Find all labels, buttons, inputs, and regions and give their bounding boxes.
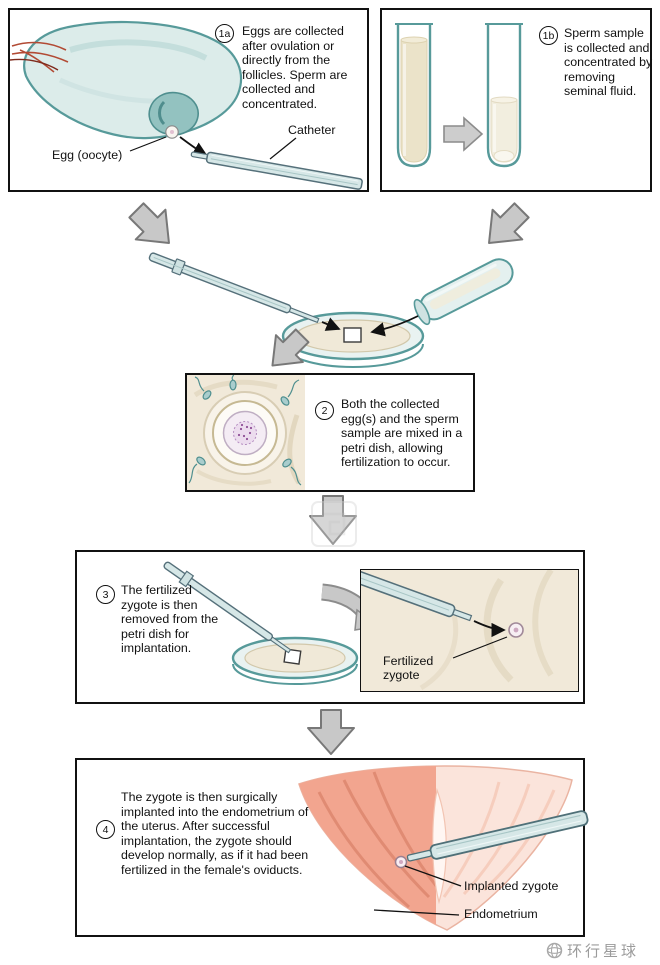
step-badge-1a: 1a xyxy=(215,24,234,43)
egg-oocyte-label: Egg (oocyte) xyxy=(52,148,123,162)
test-tube-pouring xyxy=(413,258,514,326)
panel-step-1a: 1a Eggs are collected after ovulation or… xyxy=(8,8,369,192)
mixing-zone-marker xyxy=(343,327,362,343)
blood-vessels xyxy=(9,41,69,73)
catheter-inset xyxy=(361,570,473,622)
flow-arrow-right-icon xyxy=(488,202,530,244)
catheter-1a xyxy=(190,151,363,190)
catheter-label-leader-line xyxy=(269,137,297,160)
site-watermark: 环行星球 xyxy=(546,940,639,961)
catheter-into-dish xyxy=(148,252,320,324)
implanted-zygote xyxy=(394,855,408,869)
zygote-removal-illustration xyxy=(163,561,381,685)
step-text-4: The zygote is then surgically implanted … xyxy=(121,790,309,877)
flow-arrow-left-icon xyxy=(128,202,170,244)
step-text-1a: Eggs are collected after ovulation or di… xyxy=(242,24,348,111)
pipette-step3 xyxy=(163,561,292,654)
flow-arrows-top xyxy=(128,202,530,244)
uterus-illustration xyxy=(298,765,589,931)
panel-step-4: 4 The zygote is then surgically implante… xyxy=(75,758,589,937)
catheter-arrow xyxy=(321,317,341,331)
faint-watermark-overlay xyxy=(311,501,357,547)
endometrium-leader-line xyxy=(373,909,460,916)
step-badge-1b: 1b xyxy=(539,26,558,45)
fertilized-zygote-label: Fertilized zygote xyxy=(383,654,434,682)
test-tube-2 xyxy=(485,23,523,168)
fertilized-zygote-illustration xyxy=(361,570,554,691)
flow-arrow-down-1-icon xyxy=(309,495,357,545)
step-text-2: Both the collected egg(s) and the sperm … xyxy=(341,397,463,470)
flow-arrow-to-step2-icon xyxy=(271,328,310,367)
ovary-shape xyxy=(23,20,243,140)
implanted-zygote-label: Implanted zygote xyxy=(464,879,559,893)
zygote-label-leader-line xyxy=(452,636,508,659)
panel-step-1b: 1b Sperm sample is collected and concent… xyxy=(380,8,652,192)
arrow-to-zygote xyxy=(473,620,506,638)
step-text-3: The fertilized zygote is then removed fr… xyxy=(121,583,219,656)
catheter-implantation xyxy=(406,810,589,862)
panel-step-3: 3 The fertilized zygote is then removed … xyxy=(75,550,585,704)
fertilized-zygote xyxy=(508,622,524,638)
concentrate-arrow xyxy=(443,116,484,152)
petri-dish-step3 xyxy=(231,636,359,685)
step-badge-2: 2 xyxy=(315,401,334,420)
step-badge-3: 3 xyxy=(96,585,115,604)
step-badge-4: 4 xyxy=(96,820,115,839)
follicle xyxy=(148,91,199,136)
flow-arrow-down-2-icon xyxy=(307,709,355,755)
mixing-dish-illustration xyxy=(148,252,514,368)
step-text-1b: Sperm sample is collected and concentrat… xyxy=(564,26,653,99)
egg-label-leader-line xyxy=(129,136,167,152)
catheter-label: Catheter xyxy=(288,123,336,137)
globe-icon xyxy=(546,942,563,959)
watermark-text: 环行星球 xyxy=(567,943,640,960)
test-tubes-illustration xyxy=(395,23,523,168)
oocyte-cell xyxy=(203,391,287,475)
endometrium-label: Endometrium xyxy=(464,907,538,921)
panel-step-2: 2 Both the collected egg(s) and the sper… xyxy=(185,373,475,492)
test-tube-1 xyxy=(395,23,433,168)
implanted-zygote-leader-line xyxy=(404,865,462,887)
tube-arrow xyxy=(370,315,419,337)
ovary-illustration xyxy=(9,20,363,190)
fertilization-cell-illustration xyxy=(187,375,305,490)
sperm-cells xyxy=(188,375,302,486)
egg-oocyte xyxy=(165,125,179,139)
fertilized-zygote-inset: Fertilized zygote xyxy=(360,569,579,692)
